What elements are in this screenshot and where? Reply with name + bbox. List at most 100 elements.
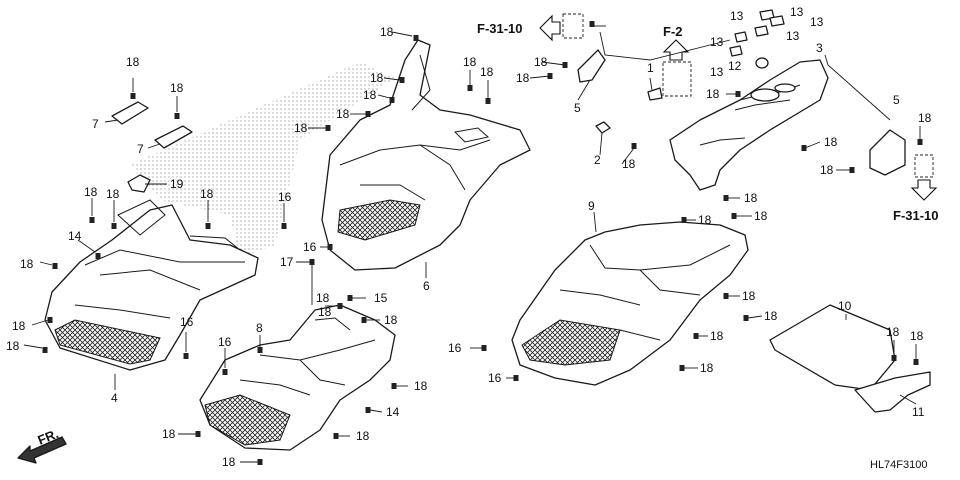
fastener-icon (891, 355, 897, 361)
ref-label-top: F-31-10 (477, 21, 523, 36)
callout-18: 18 (170, 81, 184, 95)
callout-18: 18 (886, 325, 900, 339)
callout-18: 18 (318, 305, 332, 319)
callout-18: 18 (222, 455, 236, 469)
callout-16: 16 (180, 315, 194, 329)
callout-18: 18 (200, 187, 214, 201)
callout-box-top (562, 13, 584, 39)
fastener-icon (281, 223, 287, 229)
part-6-floor-tub (321, 39, 531, 271)
callout-labels: 18 18 7 7 19 18 18 18 14 18 18 18 16 4 1… (6, 5, 932, 469)
dotted-area (130, 62, 395, 258)
callout-13: 13 (810, 15, 824, 29)
fastener-icon (205, 223, 211, 229)
fastener-icon (679, 365, 685, 371)
callout-18: 18 (706, 87, 720, 101)
callout-16: 16 (303, 240, 317, 254)
part-11-panel (854, 371, 931, 413)
fastener-icon (365, 407, 371, 413)
fastener-icon (389, 97, 395, 103)
callout-18: 18 (710, 329, 724, 343)
fastener-icon (325, 125, 331, 131)
fastener-icon (257, 347, 263, 353)
fastener-icon (52, 263, 58, 269)
fastener-icon (327, 244, 333, 250)
callout-18: 18 (370, 71, 384, 85)
arrow-up-icon (662, 39, 690, 61)
callout-18: 18 (20, 257, 34, 271)
callout-18: 18 (106, 187, 120, 201)
callout-18: 18 (414, 379, 428, 393)
callout-box-f2 (662, 61, 692, 97)
callout-18: 18 (380, 25, 394, 39)
fastener-icon (391, 383, 397, 389)
callout-box-right (914, 154, 934, 178)
front-direction-label: FR. (36, 426, 61, 448)
fastener-icon (89, 217, 95, 223)
callout-18: 18 (6, 339, 20, 353)
callout-13: 13 (710, 35, 724, 49)
callout-14: 14 (68, 229, 82, 243)
callout-13: 13 (730, 9, 744, 23)
fastener-icon (222, 369, 228, 375)
callout-13: 13 (790, 5, 804, 19)
fastener-icon (735, 91, 741, 97)
fastener-icon (413, 35, 419, 41)
callout-9: 9 (588, 199, 595, 213)
callout-8: 8 (256, 321, 263, 335)
callout-18: 18 (384, 313, 398, 327)
ref-label-f2: F-2 (663, 24, 683, 39)
callout-6: 6 (423, 279, 430, 293)
callout-14: 14 (386, 405, 400, 419)
fastener-icon (337, 303, 343, 309)
callout-13: 13 (710, 65, 724, 79)
leader-lines (23, 25, 921, 463)
fastener-icon (183, 353, 189, 359)
callout-15: 15 (374, 291, 388, 305)
fastener-icon (723, 293, 729, 299)
callout-18: 18 (698, 213, 712, 227)
fastener-icon (174, 113, 180, 119)
callout-16: 16 (278, 190, 292, 204)
callout-18: 18 (744, 191, 758, 205)
callout-11: 11 (912, 405, 925, 419)
callout-13: 13 (786, 29, 800, 43)
callout-5: 5 (893, 93, 900, 107)
part-7-pads (111, 101, 193, 149)
callout-18: 18 (764, 309, 778, 323)
callout-18: 18 (910, 329, 924, 343)
callout-1: 1 (647, 61, 654, 75)
part-1-clip (647, 87, 663, 101)
fastener-icon (365, 111, 371, 117)
callout-18: 18 (363, 88, 377, 102)
fastener-icon (743, 315, 749, 321)
fastener-icon (361, 317, 367, 323)
callout-5: 5 (574, 101, 581, 115)
fastener-icon (731, 213, 737, 219)
callout-18: 18 (356, 429, 370, 443)
callout-3: 3 (816, 41, 823, 55)
callout-18: 18 (316, 291, 330, 305)
fastener-icon (42, 347, 48, 353)
fastener-icon (589, 21, 595, 27)
fastener-icon (917, 139, 923, 145)
part-9-floor-tub (511, 221, 749, 386)
callout-18: 18 (336, 107, 350, 121)
callout-19: 19 (170, 177, 184, 191)
part-10-panel (769, 304, 896, 391)
callout-18: 18 (754, 209, 768, 223)
callout-12: 12 (728, 59, 742, 73)
fastener-icon (913, 359, 919, 365)
fastener-icon (693, 333, 699, 339)
diagram-code: HL74F3100 (870, 459, 928, 471)
part-12-grommet (755, 57, 769, 69)
part-8-floor-lower (199, 304, 396, 451)
part-5-bracket-top (577, 49, 606, 83)
fastener-icon (485, 98, 491, 104)
callout-18: 18 (918, 111, 932, 125)
callout-2: 2 (594, 153, 601, 167)
ref-label-right: F-31-10 (893, 208, 939, 223)
callout-7: 7 (137, 142, 144, 156)
callout-16: 16 (448, 341, 462, 355)
